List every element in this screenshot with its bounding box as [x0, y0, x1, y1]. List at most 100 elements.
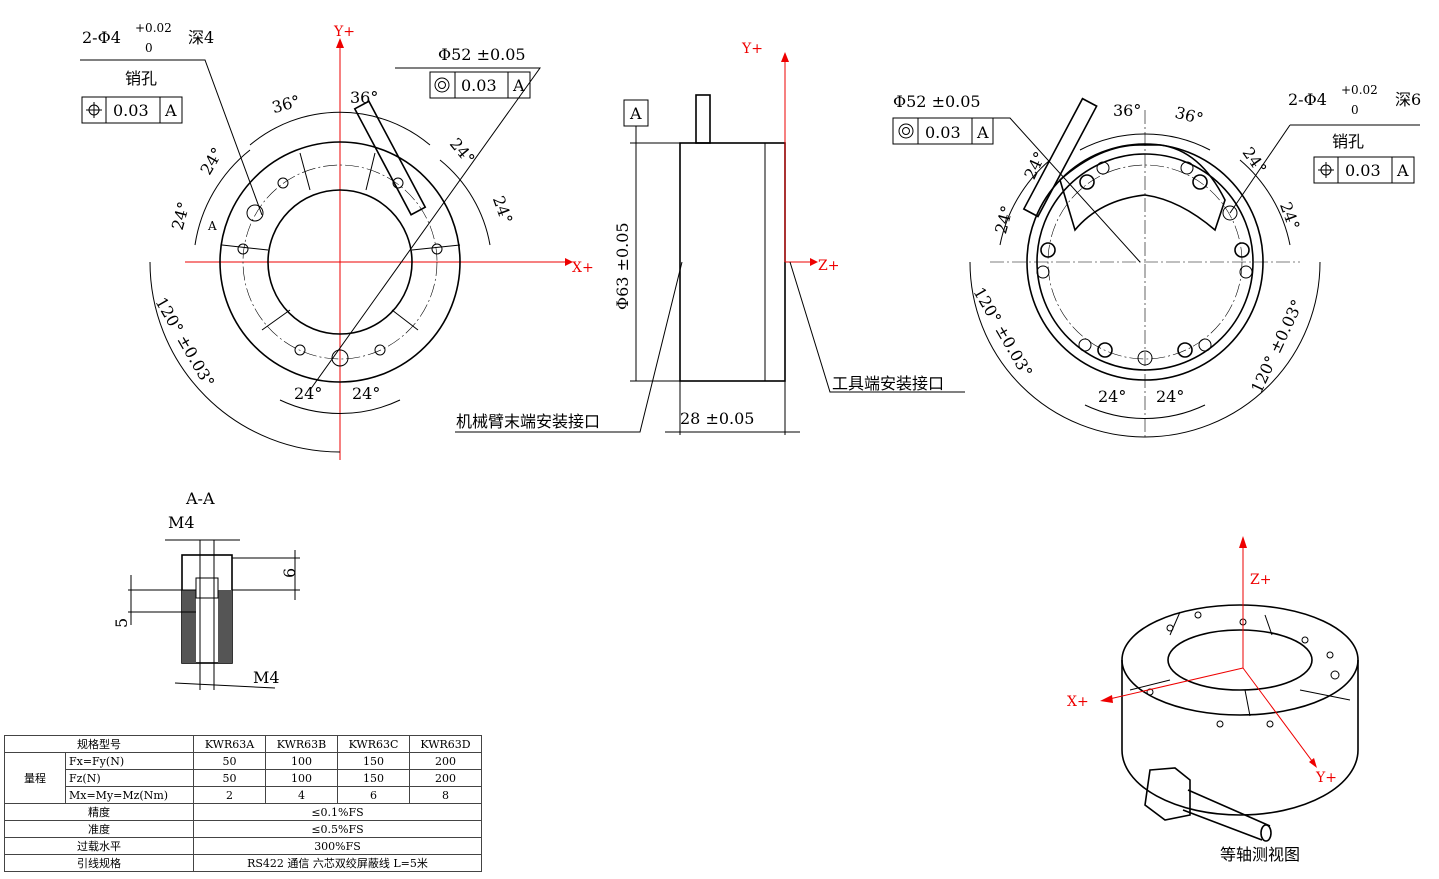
dim-6: 6 — [280, 568, 299, 578]
cell: ≤0.1%FS — [193, 803, 482, 821]
holes — [237, 177, 443, 367]
cell: 8 — [409, 786, 482, 804]
side-cable — [695, 94, 711, 144]
row-label: 过载水平 — [4, 837, 194, 855]
header-cell: KWR63A — [193, 735, 266, 753]
back-flange — [1059, 144, 1226, 232]
x-axis-label: X+ — [572, 260, 594, 276]
pin-hole-spec: 2-Φ4 — [82, 28, 121, 47]
section-view: A-A M4 6 5 M4 — [112, 489, 300, 690]
z-axis-label: Z+ — [1250, 572, 1271, 588]
pin-hole-label: 销孔 — [125, 69, 157, 88]
position-tolerance-frame — [1313, 156, 1415, 184]
length-dim: 28 ±0.05 — [680, 409, 754, 428]
side-view: Y+ Z+ A Φ63 ±0.05 28 ±0.05 机械臂末端安装接口 工具端… — [455, 41, 965, 435]
pin-hole-spec: 2-Φ4 — [1288, 90, 1327, 109]
angle-24: 24° — [991, 204, 1017, 236]
dim-5: 5 — [112, 618, 131, 628]
concentricity-frame — [892, 117, 994, 145]
front-view: X+ Y+ 2-Φ4 +0.02 0 深4 销孔 0.03 A Φ52 ±0.0… — [80, 21, 594, 460]
depth-spec: 深6 — [1395, 90, 1421, 109]
diameter-dim: Φ52 ±0.05 — [438, 45, 526, 64]
cell: 4 — [265, 786, 338, 804]
cable-connector — [353, 100, 427, 216]
row-label: Fz(N) — [65, 769, 194, 787]
datum-ref: A — [164, 101, 177, 120]
angle-36: 36° — [1113, 101, 1141, 120]
position-tolerance-frame — [81, 96, 183, 124]
iso-top-face — [1121, 604, 1359, 716]
table-row: 准度≤0.5%FS — [4, 820, 482, 838]
datum-a: A — [629, 104, 642, 123]
outer-ring — [219, 141, 461, 383]
angle-24: 24° — [1020, 149, 1049, 183]
cell: 100 — [265, 769, 338, 787]
angle-24: 24° — [446, 134, 479, 168]
y-axis-label: Y+ — [1315, 770, 1337, 786]
cell: RS422 通信 六芯双绞屏蔽线 L=5米 — [193, 854, 482, 872]
diameter-63-dim: Φ63 ±0.05 — [613, 222, 632, 310]
datum-ref: A — [976, 123, 989, 142]
pin-hole-label: 销孔 — [1332, 132, 1364, 151]
tool-interface-label: 工具端安装接口 — [832, 374, 944, 393]
m4-top-label: M4 — [168, 513, 195, 532]
cell: 200 — [409, 769, 482, 787]
angle-24: 24° — [196, 144, 227, 178]
cell: 200 — [409, 752, 482, 770]
m4-bottom-label: M4 — [253, 668, 280, 687]
row-label: 精度 — [4, 803, 194, 821]
iso-connector — [1144, 767, 1191, 821]
back-holes — [1036, 161, 1253, 366]
cell: 50 — [193, 769, 266, 787]
header-cell: KWR63C — [337, 735, 410, 753]
concentricity-frame — [429, 71, 531, 99]
tolerance-upper: +0.02 — [135, 21, 172, 35]
cell: 2 — [193, 786, 266, 804]
back-cable-connector — [1022, 97, 1098, 218]
angle-24: 24° — [1098, 387, 1126, 406]
cell: ≤0.5%FS — [193, 820, 482, 838]
concentricity-value: 0.03 — [925, 123, 961, 142]
back-outer-ring — [1026, 143, 1264, 381]
datum-ref-2: A — [1396, 161, 1409, 180]
angle-24: 24° — [352, 384, 380, 403]
angle-24: 24° — [489, 193, 517, 226]
iso-title: 等轴测视图 — [1220, 845, 1300, 864]
angle-arc-120 — [149, 261, 341, 453]
diameter-dim: Φ52 ±0.05 — [893, 92, 981, 111]
angle-36: 36° — [1173, 103, 1205, 129]
table-row: 精度≤0.1%FS — [4, 803, 482, 821]
side-body — [679, 142, 786, 382]
row-label: Fx=Fy(N) — [65, 752, 194, 770]
angle-24: 24° — [1276, 199, 1304, 232]
iso-body-side — [1121, 660, 1359, 816]
row-label: 准度 — [4, 820, 194, 838]
row-label: Mx=My=Mz(Nm) — [65, 786, 194, 804]
concentricity-value: 0.03 — [461, 76, 497, 95]
angle-24: 24° — [168, 200, 194, 232]
tolerance-upper: +0.02 — [1341, 83, 1378, 97]
tolerance-lower: 0 — [1351, 103, 1359, 117]
cell: 6 — [337, 786, 410, 804]
y-axis-label: Y+ — [333, 24, 355, 40]
isometric-view: Z+ X+ Y+ 等轴测视图 — [1067, 536, 1359, 864]
angle-120: 120° ±0.03° — [152, 294, 219, 391]
datum-ref-2: A — [512, 76, 525, 95]
cell: 50 — [193, 752, 266, 770]
iso-bore — [1167, 629, 1313, 691]
cell: 150 — [337, 752, 410, 770]
concentricity-icon — [434, 77, 450, 93]
z-axis-label: Z+ — [818, 258, 839, 274]
angle-36: 36° — [270, 91, 302, 117]
angle-36: 36° — [350, 88, 378, 107]
position-tolerance-value: 0.03 — [1345, 161, 1381, 180]
range-label: 量程 — [4, 752, 66, 804]
section-mark: A — [207, 219, 217, 233]
y-axis-label: Y+ — [741, 41, 763, 57]
